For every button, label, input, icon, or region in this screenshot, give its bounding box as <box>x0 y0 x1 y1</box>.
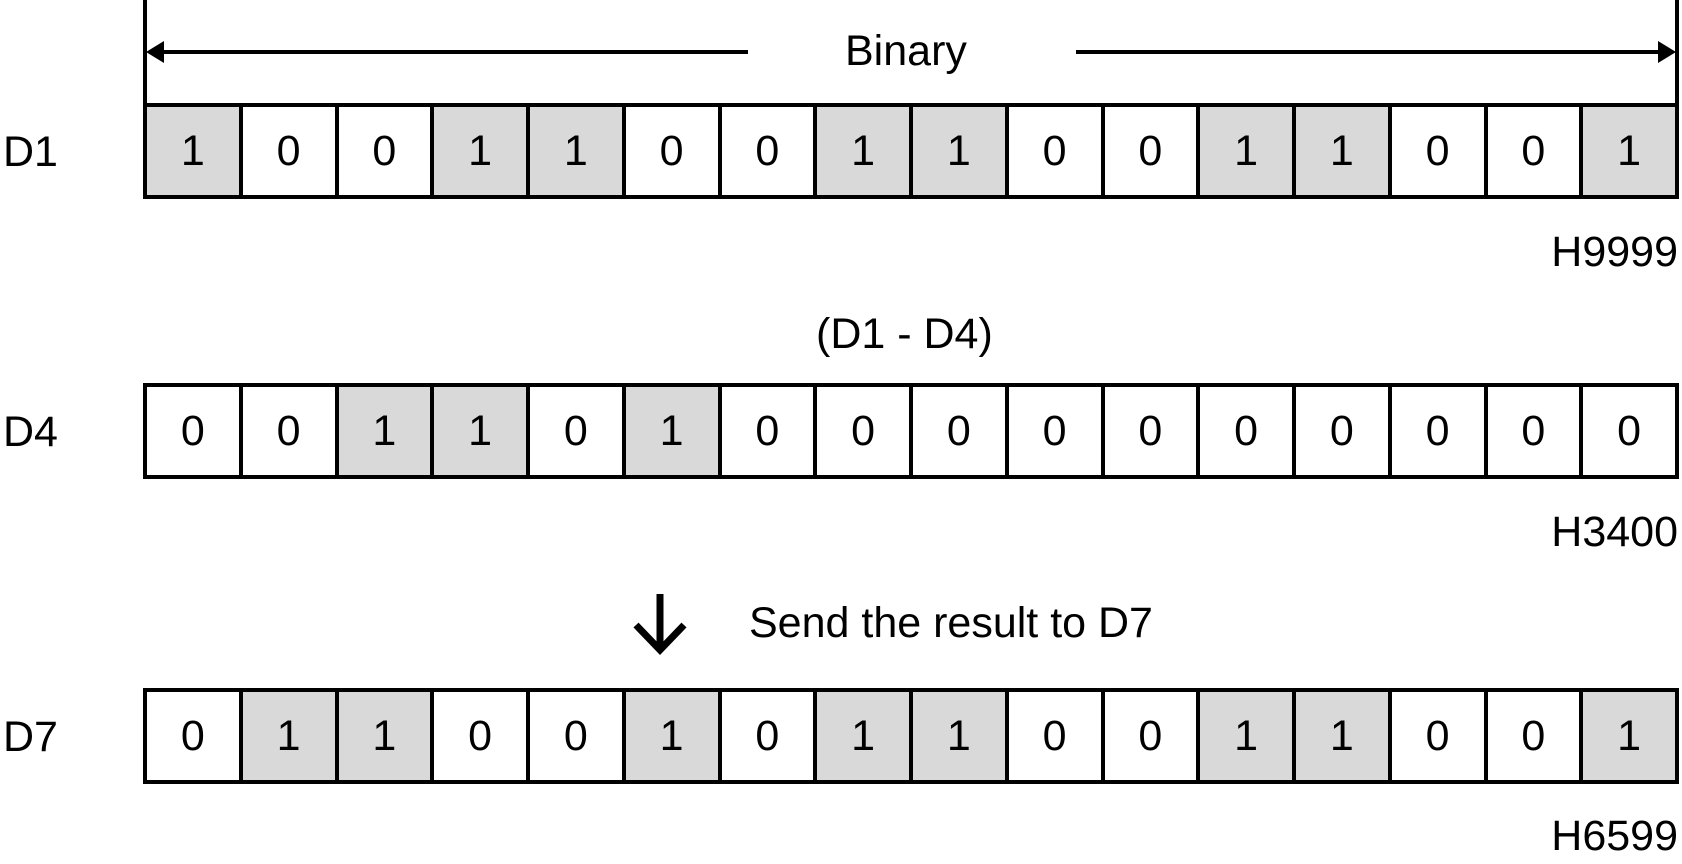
bit-cell: 0 <box>1487 387 1584 475</box>
bit-cell: 1 <box>625 692 722 780</box>
bit-cell: 0 <box>721 387 818 475</box>
right-arrowhead-icon <box>1658 41 1676 63</box>
bit-cell: 0 <box>242 107 339 195</box>
bit-cell: 1 <box>147 107 243 195</box>
bit-cell: 0 <box>242 387 339 475</box>
bit-cell: 0 <box>913 387 1009 475</box>
bit-cell: 0 <box>1391 387 1488 475</box>
bit-cell: 0 <box>1391 107 1488 195</box>
bit-cell: 0 <box>1391 692 1488 780</box>
bit-cell: 1 <box>913 107 1009 195</box>
bit-cell: 1 <box>338 692 435 780</box>
binary-label: Binary <box>845 27 967 75</box>
bit-cell: 0 <box>1008 107 1105 195</box>
bit-cell: 0 <box>817 387 913 475</box>
hex-value-d1: H9999 <box>1551 228 1678 276</box>
row-label-d1: D1 <box>3 128 58 176</box>
bit-cell: 1 <box>338 387 435 475</box>
bit-cell: 1 <box>1296 692 1392 780</box>
bit-cell: 0 <box>530 692 626 780</box>
bit-cell: 0 <box>721 692 818 780</box>
down-arrow-icon <box>633 594 687 656</box>
bit-cell: 1 <box>817 692 913 780</box>
bit-cell: 0 <box>1104 692 1201 780</box>
bit-cell: 0 <box>147 387 243 475</box>
bit-cell: 0 <box>1104 387 1201 475</box>
operation-label: (D1 - D4) <box>816 310 993 358</box>
hex-value-d4: H3400 <box>1551 508 1678 556</box>
bit-cell: 0 <box>147 692 243 780</box>
bit-cell: 1 <box>1583 107 1675 195</box>
bit-cell: 0 <box>1200 387 1296 475</box>
row-label-d7: D7 <box>3 713 58 761</box>
bit-cell: 0 <box>1296 387 1392 475</box>
bit-cell: 1 <box>817 107 913 195</box>
bit-cell: 0 <box>1104 107 1201 195</box>
left-arrowhead-icon <box>146 41 164 63</box>
bit-cell: 1 <box>242 692 339 780</box>
bit-cell: 1 <box>625 387 722 475</box>
bit-cell: 0 <box>1583 387 1675 475</box>
hex-value-d7: H6599 <box>1551 812 1678 860</box>
bit-cell: 1 <box>530 107 626 195</box>
bit-cell: 0 <box>530 387 626 475</box>
bit-cell: 1 <box>913 692 1009 780</box>
bit-cell: 0 <box>1008 387 1105 475</box>
bit-cell: 0 <box>434 692 530 780</box>
bit-cell: 1 <box>1583 692 1675 780</box>
row-label-d4: D4 <box>3 408 58 456</box>
bit-cell: 0 <box>338 107 435 195</box>
bit-cell: 0 <box>1008 692 1105 780</box>
bit-cell: 1 <box>1200 107 1296 195</box>
bit-cell: 1 <box>434 387 530 475</box>
bit-cell: 1 <box>1296 107 1392 195</box>
bit-cell: 0 <box>1487 107 1584 195</box>
bit-cell: 1 <box>434 107 530 195</box>
bit-cell: 1 <box>1200 692 1296 780</box>
result-label: Send the result to D7 <box>749 599 1153 647</box>
bit-cell: 0 <box>721 107 818 195</box>
bit-cell: 0 <box>1487 692 1584 780</box>
bit-cell: 0 <box>625 107 722 195</box>
